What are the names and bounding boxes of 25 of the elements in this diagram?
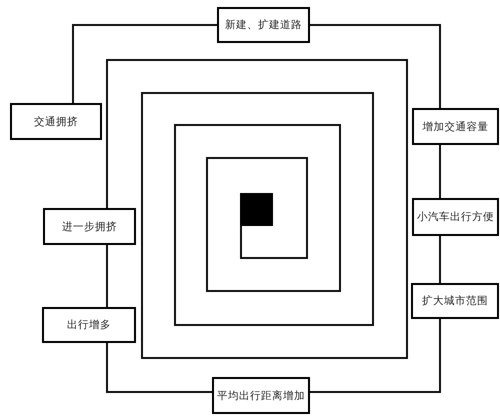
process-box [412,108,499,145]
process-box [10,103,102,140]
spiral-line [106,59,408,359]
process-box [42,307,136,343]
box-label: 增加交通容量 [422,120,488,134]
connector-line [106,343,212,393]
box-label: 平均出行距离增加 [217,388,305,402]
box-label: 交通拥挤 [34,114,78,128]
connector-line [439,236,441,283]
connector-line [106,245,108,307]
connector-line [310,319,441,393]
box-label: 小汽车出行方便 [417,210,494,224]
process-box [43,208,136,245]
box-label: 出行增多 [67,318,111,332]
filled-square [240,193,273,226]
process-box [212,377,310,414]
process-box [412,198,499,236]
connector-line [439,145,441,198]
connector-line [72,24,217,103]
process-box [217,7,310,43]
box-label: 新建、扩建道路 [225,18,302,32]
box-label: 进一步拥挤 [62,220,117,234]
connector-line [310,24,441,108]
process-box [411,283,499,319]
box-label: 扩大城市范围 [422,294,488,308]
